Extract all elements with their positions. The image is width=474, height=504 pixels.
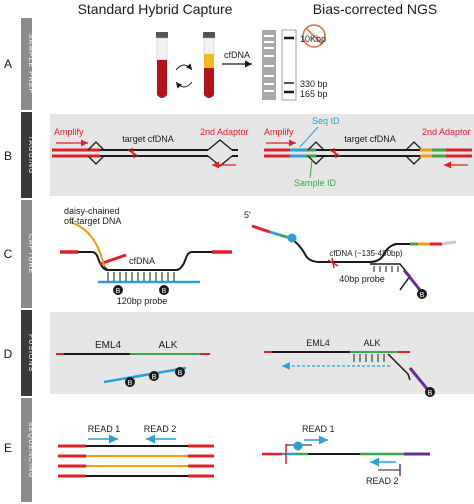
biotin-d-1: B bbox=[125, 377, 135, 387]
side-label-a: SAMPLE PREP bbox=[27, 34, 34, 94]
band-10kbp-label: 10Kbp bbox=[300, 34, 326, 44]
read1-label-right: READ 1 bbox=[302, 424, 335, 434]
biotin-d-right: B bbox=[425, 387, 435, 397]
capture-right-cfdna bbox=[251, 224, 457, 269]
side-bar-e bbox=[21, 398, 32, 502]
seq-right-construct bbox=[262, 444, 430, 464]
seq-id-marker-c bbox=[287, 233, 297, 243]
band-330-label: 330 bp bbox=[300, 79, 328, 89]
no-10kbp-icon bbox=[302, 24, 326, 48]
row-letter-a: A bbox=[4, 57, 12, 71]
adaptor-label-right: 2nd Adaptor bbox=[422, 127, 471, 137]
side-label-d: FUSIONS bbox=[27, 334, 34, 372]
target-label-right: target cfDNA bbox=[344, 134, 396, 144]
amplify-label-right: Amplify bbox=[264, 127, 294, 137]
svg-text:B: B bbox=[162, 288, 167, 295]
off-target-dna bbox=[69, 221, 105, 267]
cfdna-arrow-label: cfDNA bbox=[224, 50, 250, 60]
cfdna-right-label: cfDNA (~135-480bp) bbox=[329, 249, 402, 258]
adaptor-label-left: 2nd Adaptor bbox=[200, 127, 249, 137]
tagging-right-construct bbox=[264, 141, 472, 165]
sample-id-label: Sample ID bbox=[294, 178, 337, 188]
cycle-arrows bbox=[175, 63, 193, 89]
row-letter-e: E bbox=[4, 441, 12, 455]
svg-text:B: B bbox=[116, 288, 121, 295]
alk-label-right: ALK bbox=[363, 338, 380, 348]
seq-id-pointer bbox=[299, 126, 319, 148]
off-target-label-2: off-target DNA bbox=[64, 216, 121, 226]
read2-label-right: READ 2 bbox=[366, 476, 399, 486]
eml4-label-left: EML4 bbox=[95, 340, 122, 351]
fusion-left-strand bbox=[56, 353, 210, 384]
seq-id-label: Seq ID bbox=[312, 116, 340, 126]
tube-left bbox=[156, 32, 168, 98]
svg-text:B: B bbox=[178, 370, 183, 377]
fusion-right-strand bbox=[264, 351, 430, 391]
svg-text:B: B bbox=[128, 380, 133, 387]
side-bar-d bbox=[21, 310, 32, 396]
row-letter-c: C bbox=[4, 247, 13, 261]
target-label-left: target cfDNA bbox=[122, 134, 174, 144]
header-left: Standard Hybrid Capture bbox=[78, 1, 233, 17]
svg-text:B: B bbox=[152, 374, 157, 381]
biotin-left-1: B bbox=[113, 285, 123, 295]
side-bar-b bbox=[21, 112, 32, 198]
off-target-label-1: daisy-chained bbox=[64, 206, 120, 216]
read2-label-left: READ 2 bbox=[144, 424, 177, 434]
biotin-left-2: B bbox=[159, 285, 169, 295]
side-label-c: CAPTURE bbox=[27, 234, 34, 274]
tagging-left-construct bbox=[52, 139, 238, 167]
side-bar-a bbox=[21, 18, 32, 110]
band-165-label: 165 bp bbox=[300, 89, 328, 99]
read1-label-left: READ 1 bbox=[88, 424, 121, 434]
sample-id-pointer bbox=[309, 159, 313, 179]
probe-right bbox=[370, 263, 422, 291]
probe-left bbox=[98, 272, 200, 284]
seq-left-construct bbox=[58, 444, 214, 478]
biotin-d-2: B bbox=[149, 371, 159, 381]
side-bar-c bbox=[21, 200, 32, 308]
biotin-d-3: B bbox=[175, 367, 185, 377]
header-right: Bias-corrected NGS bbox=[313, 1, 437, 17]
amplify-label-left: Amplify bbox=[54, 127, 84, 137]
row-letter-d: D bbox=[4, 347, 13, 361]
svg-text:B: B bbox=[420, 292, 425, 299]
five-prime-label: 5' bbox=[244, 210, 251, 220]
gel bbox=[262, 29, 297, 101]
alk-label-left: ALK bbox=[159, 340, 178, 351]
cfdna-left-label: cfDNA bbox=[129, 256, 155, 266]
svg-text:B: B bbox=[428, 390, 433, 397]
eml4-label-right: EML4 bbox=[306, 338, 330, 348]
capture-left-cfdna bbox=[60, 250, 232, 271]
side-label-b: TAGGING bbox=[27, 136, 34, 175]
row-letter-b: B bbox=[4, 149, 12, 163]
biotin-right: B bbox=[417, 289, 427, 299]
seq-id-marker-e bbox=[293, 441, 303, 451]
side-label-e: SEQUENCING bbox=[27, 421, 34, 478]
probe-right-label: 40bp probe bbox=[339, 274, 385, 284]
probe-left-label: 120bp probe bbox=[117, 296, 168, 306]
tube-right bbox=[203, 32, 215, 98]
